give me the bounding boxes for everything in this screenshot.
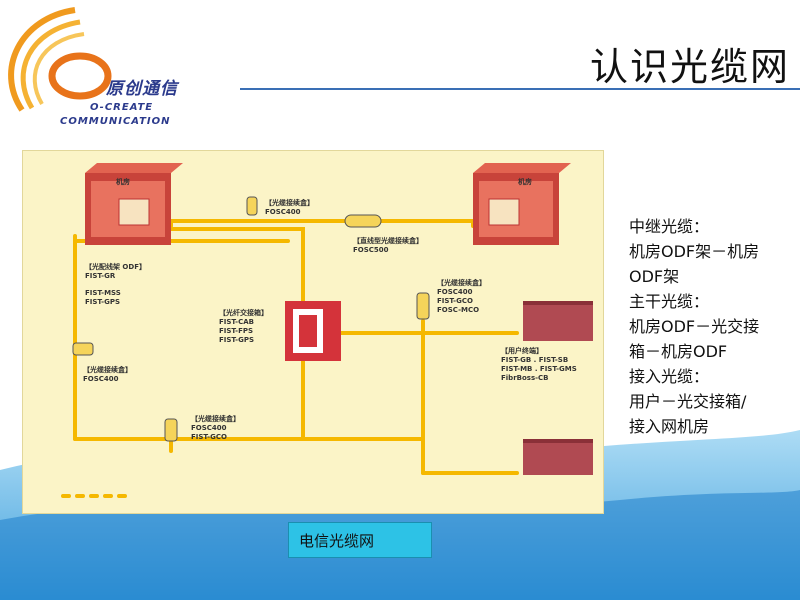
note-line: ODF架 [629, 267, 680, 286]
note-line: 中继光缆： [629, 217, 710, 236]
splice-top-label: 【光缆接续盒】FOSC400 [265, 199, 314, 216]
splice-inline-label: 【直线型光缆接续盒】FOSC500 [353, 237, 423, 254]
cable-type-notes: 中继光缆： 机房ODF架－机房 ODF架 主干光缆： 机房ODF－光交接 箱－机… [629, 214, 797, 439]
cross-connect-cabinet-icon [285, 301, 341, 361]
user-terminal-label: 【用户终端】FIST-GB . FIST-SB FIST-MB . FIST-G… [501, 347, 577, 382]
brand-name-en-line1: O-CREATE [90, 102, 154, 113]
room-right-label: 机房 [518, 178, 532, 186]
diagram-caption: 电信光缆网 [288, 522, 432, 558]
splice-enclosure-left-icon [72, 342, 94, 356]
page-title: 认识光缆网 [589, 45, 790, 89]
splice-inline-icon [344, 214, 382, 228]
room-left-icon [85, 163, 183, 245]
network-lines [61, 163, 593, 498]
user-building-bottom-icon [523, 439, 593, 475]
room-right-icon [473, 163, 571, 245]
o-create-logo [8, 7, 112, 112]
note-line: 机房ODF架－机房 [629, 242, 760, 261]
note-line: 接入光缆： [629, 367, 710, 386]
note-line: 机房ODF－光交接 [629, 317, 760, 336]
note-line: 用户－光交接箱/ [629, 392, 747, 411]
splice-enclosure-top-icon [246, 196, 258, 216]
user-building-top-icon [523, 301, 593, 341]
splice-enclosure-right-icon [416, 292, 430, 320]
brand-name-en-line2: COMMUNICATION [60, 116, 171, 127]
splice-left-label: 【光缆接续盒】FOSC400 [83, 366, 132, 383]
splice-enclosure-bottom-icon [164, 418, 178, 442]
note-line: 箱－机房ODF [629, 342, 728, 361]
note-line: 接入网机房 [629, 417, 710, 436]
room-left-label: 机房 [116, 178, 130, 186]
brand-name-cn: 原创通信 [106, 79, 178, 99]
title-underline [240, 88, 800, 90]
note-line: 主干光缆： [629, 292, 710, 311]
